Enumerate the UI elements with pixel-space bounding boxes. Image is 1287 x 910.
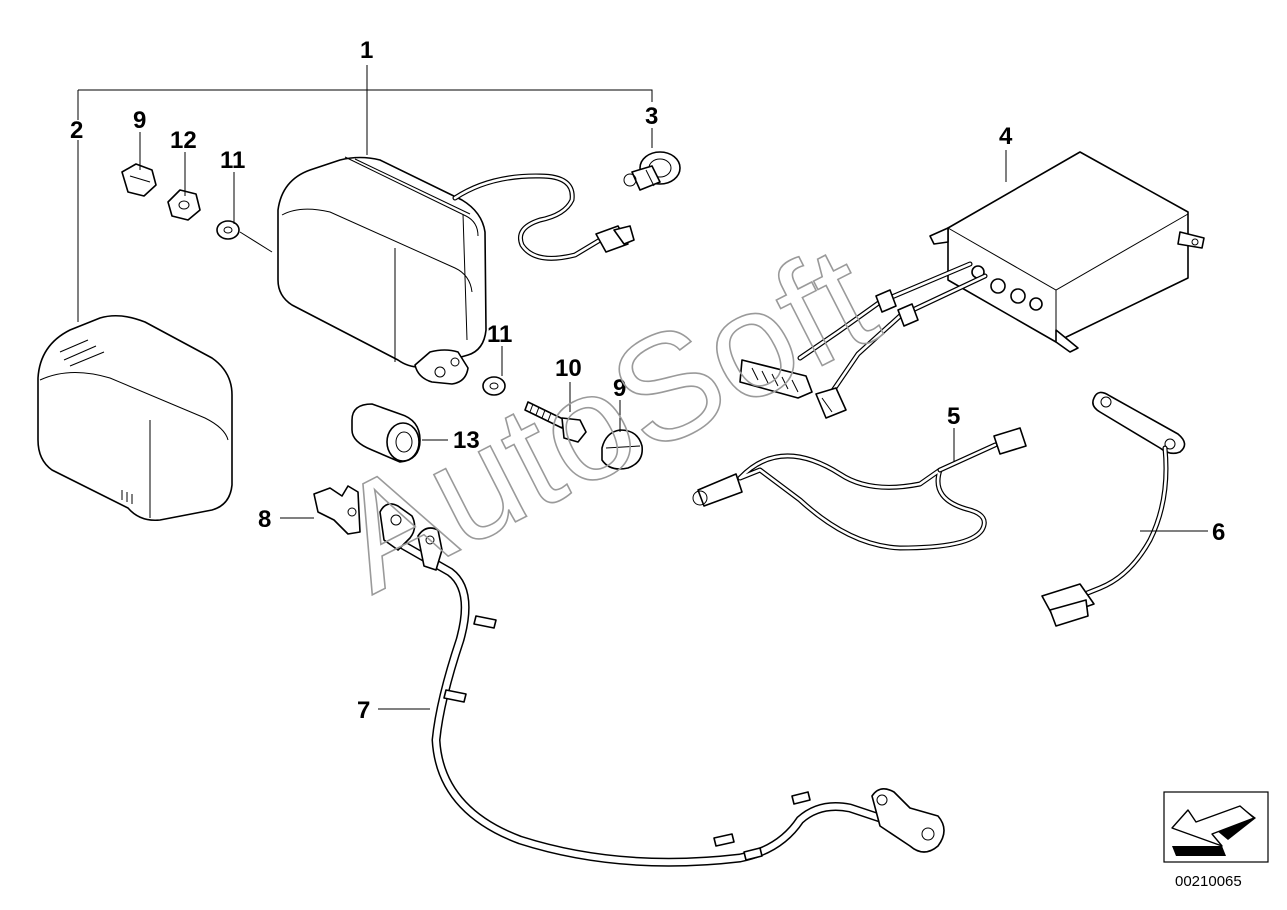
part-9-nut-top[interactable] [121, 163, 157, 197]
part-4-control-unit[interactable] [739, 151, 1205, 419]
callout-9-top: 9 [133, 107, 146, 134]
callout-5: 5 [947, 403, 960, 430]
part-11-washer-lower[interactable] [482, 376, 506, 396]
callout-2: 2 [70, 117, 83, 144]
part-7-harness[interactable] [379, 503, 945, 867]
part-3-bulb-socket[interactable] [623, 151, 681, 191]
part-12-hex-nut[interactable] [167, 189, 201, 221]
part-11-washer-top[interactable] [216, 220, 240, 240]
part-5-cable[interactable] [692, 427, 1027, 551]
callout-4: 4 [999, 123, 1013, 150]
part-2-lamp-housing[interactable] [37, 314, 233, 522]
part-13-sleeve[interactable] [351, 403, 421, 463]
callout-8: 8 [258, 506, 271, 533]
callout-3: 3 [645, 103, 658, 130]
callout-11-lower: 11 [487, 321, 512, 348]
leader-lines [77, 65, 1208, 710]
part-10-screw[interactable] [524, 401, 587, 443]
callout-9-lower: 9 [613, 375, 626, 402]
callout-13: 13 [453, 427, 480, 454]
callout-12: 12 [170, 127, 197, 154]
callout-10: 10 [555, 355, 582, 382]
callout-1: 1 [360, 37, 373, 64]
callout-7: 7 [357, 697, 370, 724]
direction-arrow-icon [1163, 791, 1269, 863]
diagram-code: 00210065 [1175, 873, 1242, 890]
callout-11-top: 11 [220, 147, 245, 174]
callout-6: 6 [1212, 519, 1225, 546]
part-9-cap-nut-lower[interactable] [601, 429, 644, 470]
part-8-bracket[interactable] [313, 485, 361, 535]
part-6-ground-cable[interactable] [1041, 391, 1186, 627]
callout-labels: 1 2 3 4 5 6 7 8 9 9 10 11 11 12 13 [70, 37, 1225, 724]
part-1-lamp-housing[interactable] [277, 156, 635, 385]
